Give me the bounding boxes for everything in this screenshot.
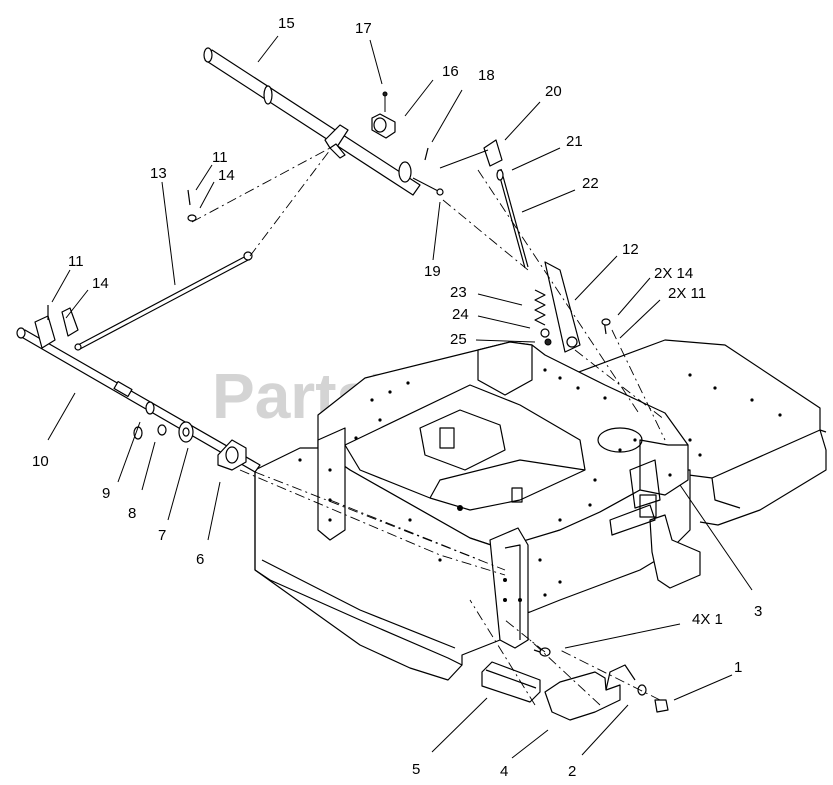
callout-20: 20	[545, 83, 562, 100]
callout-5: 5	[412, 761, 420, 778]
callout-15: 15	[278, 15, 295, 32]
pivot-shaft[interactable]	[16, 305, 261, 473]
flange-washer[interactable]	[178, 421, 194, 443]
flange-bearing[interactable]	[217, 439, 247, 471]
callout-24: 24	[452, 306, 469, 323]
callout-17: 17	[355, 20, 372, 37]
adjustment-linkage[interactable]	[483, 139, 611, 353]
callout-18: 18	[478, 67, 495, 84]
callout-4x1: 4X 1	[692, 611, 723, 628]
callout-8: 8	[128, 505, 136, 522]
shaft-bearing-bracket[interactable]	[371, 91, 396, 139]
control-shaft[interactable]	[203, 47, 444, 196]
callout-14-lower: 14	[92, 275, 109, 292]
callout-4: 4	[500, 763, 508, 780]
cotter-pin[interactable]	[424, 147, 429, 161]
callout-11-upper: 11	[212, 149, 228, 166]
callout-12: 12	[622, 241, 639, 258]
callout-21: 21	[566, 133, 583, 150]
callout-14-upper: 14	[218, 167, 235, 184]
callout-19: 19	[424, 263, 441, 280]
callout-7: 7	[158, 527, 166, 544]
callout-11-lower: 11	[68, 253, 84, 270]
pedal-pad[interactable]	[481, 661, 541, 703]
callout-2x14: 2X 14	[654, 265, 693, 282]
callout-9: 9	[102, 485, 110, 502]
linkage-rod[interactable]	[74, 251, 253, 351]
callout-3: 3	[754, 603, 762, 620]
callout-2: 2	[568, 763, 576, 780]
callout-1: 1	[734, 659, 742, 676]
frame-assembly[interactable]	[254, 339, 827, 681]
callout-6: 6	[196, 551, 204, 568]
lock-nut[interactable]	[157, 424, 167, 436]
callout-2x11: 2X 11	[668, 285, 706, 302]
pin-and-washer-upper[interactable]	[187, 189, 197, 222]
callout-22: 22	[582, 175, 599, 192]
foot-pedal[interactable]	[544, 664, 636, 721]
callout-25: 25	[450, 331, 467, 348]
callout-10: 10	[32, 453, 49, 470]
callout-labels: 15 17 16 18 20 21 22 13 11 14 11 14 19 1…	[32, 15, 762, 780]
callout-16: 16	[442, 63, 459, 80]
callout-13: 13	[150, 165, 167, 182]
assembly-lines	[191, 147, 666, 706]
callout-23: 23	[450, 284, 467, 301]
leader-lines	[47, 35, 753, 759]
